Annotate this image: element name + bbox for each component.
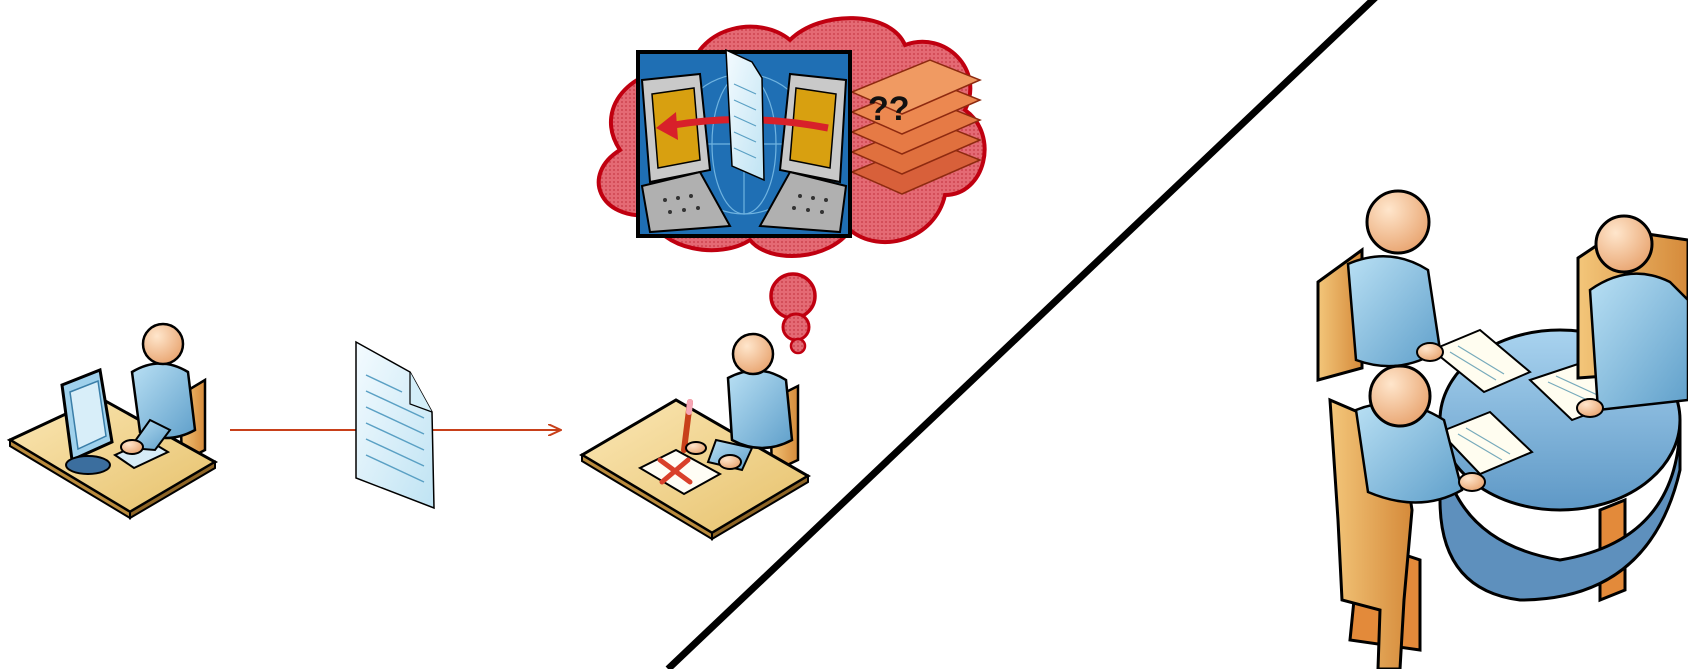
diagonal-divider-line bbox=[665, 0, 1378, 669]
user-reviewing-document-icon bbox=[579, 332, 811, 541]
document-icon bbox=[355, 340, 435, 510]
paper-stack-icon bbox=[850, 59, 982, 195]
meeting-table-group-icon bbox=[1316, 189, 1688, 669]
file-transfer-between-computers-icon bbox=[636, 48, 852, 238]
thought-bubble: ?? bbox=[596, 16, 987, 355]
question-marks: ?? bbox=[868, 90, 910, 128]
user-at-computer-desk-icon bbox=[6, 322, 219, 520]
